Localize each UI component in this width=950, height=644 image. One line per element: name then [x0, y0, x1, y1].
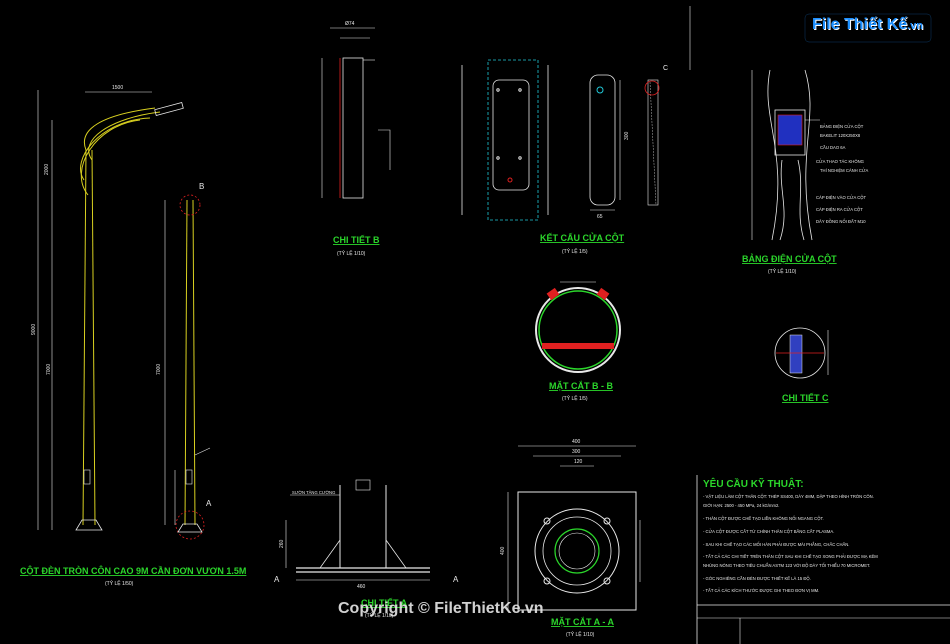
door-height-dim: 300 — [624, 131, 630, 140]
detail-a-drawing — [285, 479, 430, 581]
spec-line-7: NHÚNG NÓNG THEO TIÊU CHUẨN ASTM 123 VỚI … — [703, 563, 870, 568]
detail-c-drawing — [774, 327, 829, 379]
section-a-drawing — [507, 445, 641, 611]
door-width-dim: 65 — [597, 214, 603, 220]
logo-badge-icon — [804, 13, 932, 43]
pole-side-dim: 7000 — [156, 364, 162, 375]
logo-name: File Thiết Kế — [812, 16, 908, 33]
pole-total-dim: 9000 — [31, 324, 37, 335]
spec-line-9: - TẤT CẢ CÁC KÍCH THƯỚC ĐƯỢC GHI THEO ĐƠ… — [703, 588, 819, 593]
door-title: KẾT CẤU CỬA CỘT — [540, 232, 625, 243]
panel-scale: (TỶ LỆ 1/10) — [768, 267, 797, 275]
specs-frame — [689, 6, 950, 644]
detail-b-drawing — [321, 27, 391, 199]
detail-a-label-left: A — [274, 575, 280, 584]
section-a-bolt: 120 — [574, 459, 583, 465]
section-a-title: MẶT CẮT A - A — [551, 617, 614, 627]
spec-line-3: - THÂN CỘT ĐƯỢC CHẾ TẠO LIỀN KHÔNG NỐI N… — [703, 516, 824, 521]
panel-label-1: BẢNG ĐIỆN CỬA CỘT — [820, 124, 864, 129]
spec-line-2: GIỚI HẠN: 2500 - 450 MPa, 24 kG/mm2. — [703, 503, 779, 508]
section-b-title: MẶT CẮT B - B — [549, 381, 613, 391]
panel-label-4: CỬA THAO TÁC KHÔNG — [816, 159, 864, 164]
panel-label-2: BAKELIT 120X250X8 — [820, 133, 861, 138]
detail-a-width: 460 — [357, 584, 366, 590]
detail-b-dim: Ø74 — [345, 21, 355, 27]
panel-label-7: CÁP ĐIỆN RA CỬA CỘT — [816, 207, 863, 212]
door-structure-drawing — [461, 59, 660, 221]
panel-title: BẢNG ĐIỆN CỬA CỘT — [742, 253, 837, 264]
section-a-inner: 300 — [572, 449, 581, 455]
detail-b-scale: (TỶ LỆ 1/10) — [337, 249, 366, 257]
section-a-outer: 400 — [572, 439, 581, 445]
detail-c-title: CHI TIẾT C — [782, 393, 829, 403]
pole-mid-dim: 7000 — [46, 364, 52, 375]
spec-line-4: - CỬA CỘT ĐƯỢC CẮT TỪ CHÍNH THÂN CỘT BẰN… — [703, 529, 834, 534]
section-a-scale: (TỶ LỆ 1/10) — [566, 630, 595, 638]
section-b-drawing — [535, 281, 621, 373]
panel-label-5: THÍ NGHIỆM CÁNH CỬA — [820, 168, 868, 173]
label-b: B — [199, 182, 204, 191]
section-a-side: 400 — [500, 546, 506, 555]
pole-title: CỘT ĐÈN TRÒN CÔN CAO 9M CẦN ĐƠN VƯƠN 1.5… — [20, 565, 246, 576]
pole-scale: (TỶ LỆ 1/50) — [105, 579, 134, 587]
site-logo[interactable] — [803, 10, 933, 46]
logo-suffix: .vn — [907, 20, 924, 32]
spec-line-1: - VẬT LIỆU LÀM CỘT THÂN CỘT: THÉP SS400,… — [703, 494, 874, 499]
detail-a-scale: (TỶ LỆ 1/10) — [365, 611, 394, 619]
detail-a-title: CHI TIẾT A — [361, 598, 408, 608]
detail-a-height: 260 — [279, 539, 285, 548]
specs-title: YÊU CẦU KỸ THUẬT: — [703, 477, 804, 490]
section-b-scale: (TỶ LỆ 1/5) — [562, 394, 588, 402]
detail-b-title: CHI TIẾT B — [333, 235, 380, 245]
label-c: C — [663, 65, 668, 72]
copyright-watermark: Copyright © FileThietKe.vn — [338, 600, 544, 617]
pole-arm-dim: 1500 — [112, 85, 123, 91]
panel-label-6: CÁP ĐIỆN VÀO CỬA CỘT — [816, 195, 866, 200]
detail-a-label-right: A — [453, 575, 459, 584]
spec-line-6: - TẤT CẢ CÁC CHI TIẾT TRÊN THÂN CỘT SAU … — [703, 554, 878, 559]
panel-label-3: CẦU DAO 6A — [820, 145, 846, 150]
door-scale: (TỶ LỆ 1/5) — [562, 247, 588, 255]
spec-line-5: - SAU KHI CHẾ TẠO CÁC MỐI HÀN PHẢI ĐƯỢC … — [703, 542, 849, 547]
logo-text: File Thiết Kế.vn — [812, 16, 923, 34]
pole-side-drawing — [164, 194, 211, 540]
pole-drawing — [37, 90, 184, 531]
label-a-pole: A — [206, 499, 212, 508]
panel-drawing — [751, 69, 820, 241]
spec-line-8: - GÓC NGHIÊNG CẦN ĐÈN ĐƯỢC THIẾT KẾ LÀ 1… — [703, 576, 811, 581]
pole-top-dim: 2000 — [44, 164, 50, 175]
detail-a-rib-label: SƯỜN TĂNG CƯỜNG — [292, 490, 335, 495]
panel-label-8: DÂY ĐỒNG NỐI ĐẤT M10 — [816, 219, 866, 224]
